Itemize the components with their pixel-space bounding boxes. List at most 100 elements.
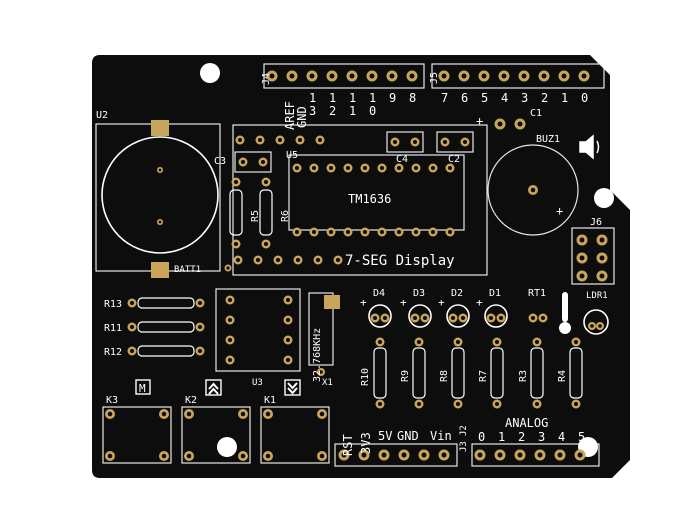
pad-hole [240, 453, 246, 459]
mounting-hole [217, 437, 237, 457]
speaker-icon [579, 134, 600, 160]
pad-hole [450, 315, 456, 321]
pad-hole [573, 339, 579, 345]
pad-hole [481, 73, 487, 79]
resistor-r11-outline [137, 321, 195, 333]
label-u3: U3 [252, 378, 263, 388]
ic-u5-outline [288, 154, 465, 231]
pad-hole [285, 317, 291, 323]
label-vin: Vin [430, 429, 452, 443]
label-led-d2: D2 [451, 288, 463, 299]
pad-hole [129, 300, 135, 306]
pad-hole [285, 357, 291, 363]
button-k1-outline [260, 406, 330, 464]
label-plus-d4: + [360, 296, 367, 309]
pad-hole [462, 139, 468, 145]
pad-hole [573, 401, 579, 407]
label-r4: R4 [557, 370, 568, 382]
label-d2: 2 [541, 91, 548, 105]
pad-hole [530, 187, 536, 193]
pad-hole [263, 179, 269, 185]
label-aref: AREF [283, 101, 297, 130]
label-tm1636: TM1636 [348, 192, 391, 206]
pad-hole [362, 229, 368, 235]
label-r5: R5 [250, 210, 261, 222]
pad-hole [598, 324, 602, 328]
pad-hole [537, 452, 543, 458]
label-r10: R10 [360, 368, 371, 386]
pad-hole [416, 339, 422, 345]
label-r9: R9 [400, 370, 411, 382]
pcb-board [92, 55, 630, 478]
label-plus-d3: + [400, 296, 407, 309]
resistor-r8-outline [451, 347, 465, 399]
label-led-d3: D3 [413, 288, 425, 299]
ldr1-outline [583, 309, 609, 335]
pad-hole [129, 348, 135, 354]
pad-hole [381, 452, 387, 458]
pad-hole [447, 229, 453, 235]
pad-hole [265, 453, 271, 459]
pad-hole [361, 452, 367, 458]
label-5v: 5V [378, 429, 392, 443]
pad-hole [319, 370, 323, 374]
pad-hole [540, 315, 546, 321]
pad-hole [421, 452, 427, 458]
pad-hole [517, 121, 523, 127]
pad-hole [534, 401, 540, 407]
label-gnd2: GND [397, 429, 419, 443]
label-d13: 1 [309, 91, 316, 105]
pad-hole [129, 324, 135, 330]
label-d10b: 0 [369, 104, 376, 118]
pad-hole [377, 401, 383, 407]
pad-hole [396, 165, 402, 171]
pad-hole [317, 137, 323, 143]
led-d3-outline [408, 304, 432, 328]
label-a0: 0 [478, 430, 485, 444]
pad-hole [294, 165, 300, 171]
pad-hole [107, 453, 113, 459]
pad-hole [497, 452, 503, 458]
mounting-hole [200, 63, 220, 83]
label-r13: R13 [104, 299, 122, 310]
square-m-icon [135, 379, 151, 395]
pad-hole [161, 411, 167, 417]
label-d11b: 1 [349, 104, 356, 118]
pad-hole [233, 241, 239, 247]
pad-hole [494, 401, 500, 407]
resistor-r13-outline [137, 297, 195, 309]
pad-hole [447, 165, 453, 171]
pad-hole [240, 159, 246, 165]
label-d10: 1 [369, 91, 376, 105]
pad-hole [263, 241, 269, 247]
pad-hole [599, 273, 605, 279]
pad-hole [226, 266, 230, 270]
pad-hole [285, 297, 291, 303]
button-k2-outline [181, 406, 251, 464]
resistor-r5-outline [229, 189, 243, 236]
label-rt1: RT1 [528, 288, 546, 299]
label-c1: C1 [530, 108, 542, 119]
pad-hole [377, 339, 383, 345]
pad-hole [441, 452, 447, 458]
pad-hole [277, 137, 283, 143]
pad-hole [530, 315, 536, 321]
pad-hole [227, 297, 233, 303]
seg-display-outline [232, 124, 488, 276]
label-a1: 1 [498, 430, 505, 444]
pad-hole [319, 411, 325, 417]
resistor-r4-outline [569, 347, 583, 399]
double-chevron-down-icon [284, 379, 301, 396]
label-j6: J6 [590, 217, 602, 228]
label-d3: 3 [521, 91, 528, 105]
ic-u3-outline [215, 288, 301, 372]
thermometer-icon [559, 292, 571, 334]
led-d2-outline [446, 304, 470, 328]
label-m: M [139, 382, 146, 395]
pad-hole [345, 165, 351, 171]
pad-hole [392, 139, 398, 145]
header-j5-outline [431, 63, 605, 89]
pad-hole [379, 165, 385, 171]
header-j6-outline [571, 227, 615, 285]
pad-hole [289, 73, 295, 79]
